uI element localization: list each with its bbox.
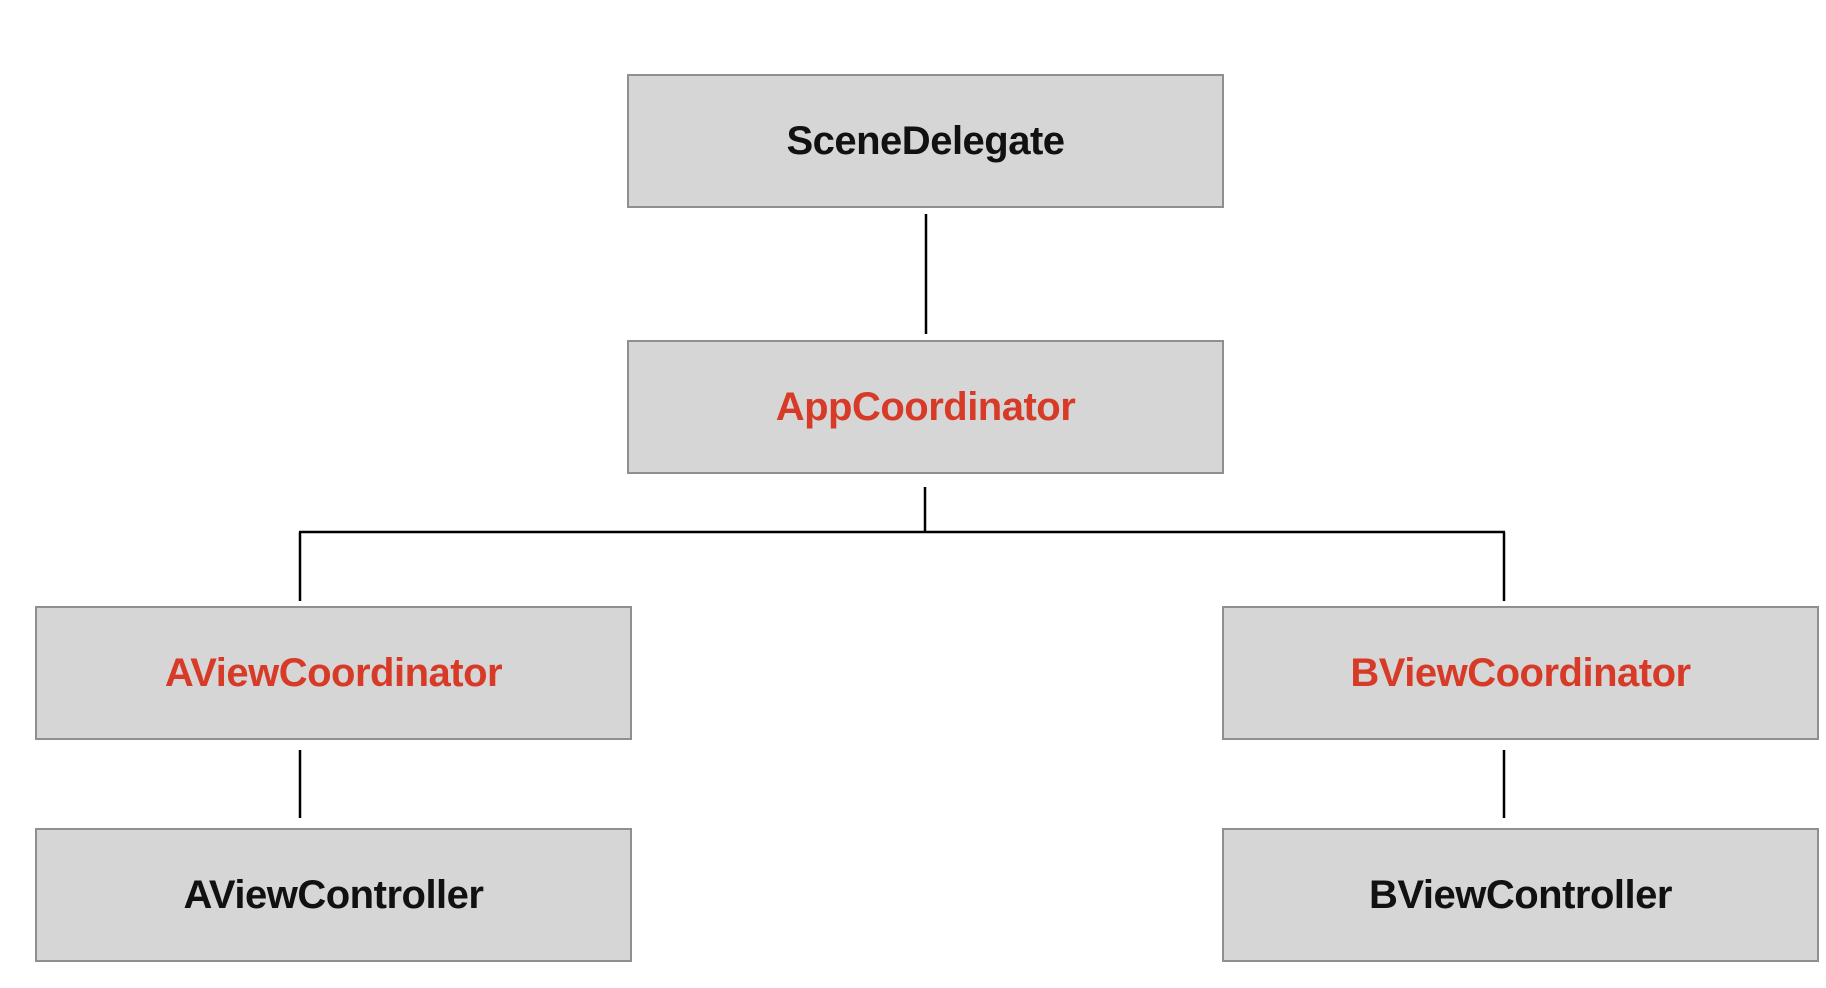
node-label-b-view-coordinator: BViewCoordinator: [1350, 650, 1691, 695]
node-b-view-coordinator: BViewCoordinator: [1222, 606, 1819, 740]
node-a-view-coordinator: AViewCoordinator: [35, 606, 632, 740]
node-b-view-controller: BViewController: [1222, 828, 1819, 962]
node-app-coordinator: AppCoordinator: [627, 340, 1224, 474]
node-scene-delegate: SceneDelegate: [627, 74, 1224, 208]
node-label-a-view-coordinator: AViewCoordinator: [164, 650, 503, 695]
node-label-scene-delegate: SceneDelegate: [786, 118, 1065, 163]
node-a-view-controller: AViewController: [35, 828, 632, 962]
node-label-a-view-controller: AViewController: [183, 872, 484, 917]
node-label-b-view-controller: BViewController: [1369, 872, 1672, 917]
node-label-app-coordinator: AppCoordinator: [775, 384, 1076, 429]
